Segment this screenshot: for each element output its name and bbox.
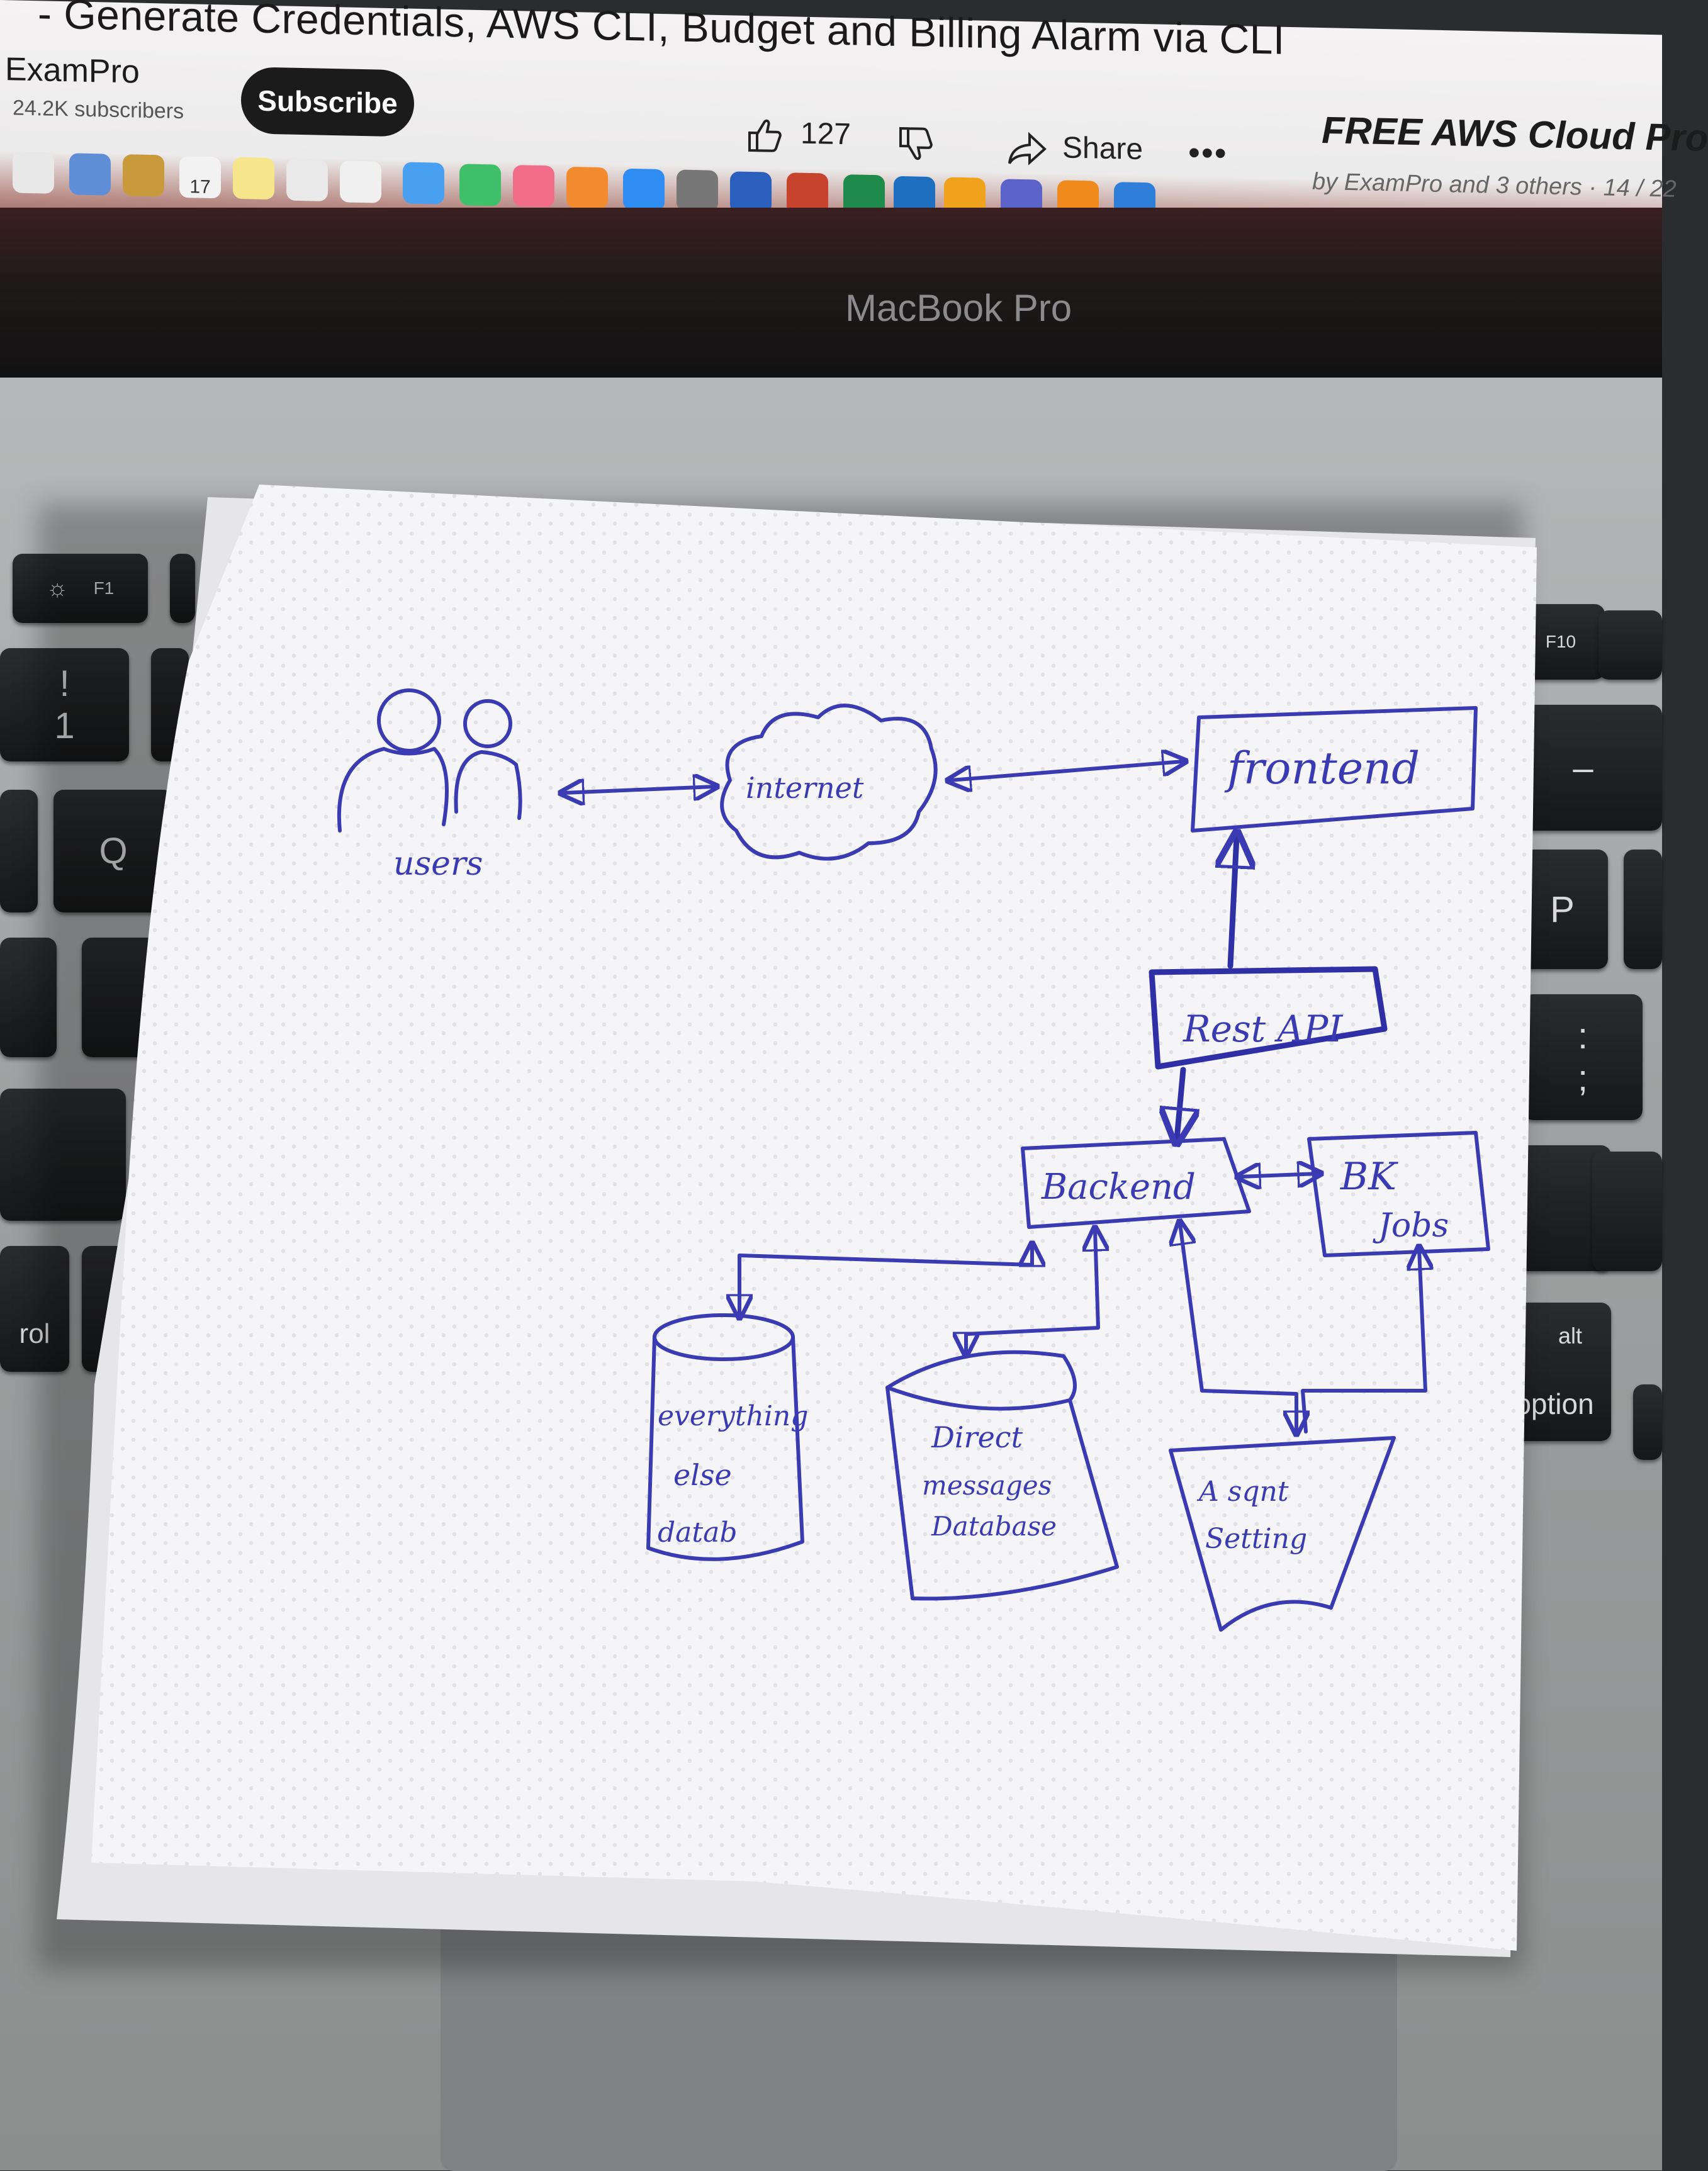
key-minus-label: – (1573, 747, 1593, 788)
jobs-queue-connector (1301, 1249, 1425, 1433)
laptop-screen: - Generate Credentials, AWS CLI, Budget … (0, 0, 1708, 287)
key-bracket-edge[interactable] (1624, 850, 1662, 969)
key-semicolon-label: ; (1577, 1058, 1588, 1099)
napkin-front-sheet (91, 485, 1537, 1951)
key-f1-label: F1 (93, 578, 115, 598)
everything-else-database (646, 1313, 804, 1561)
key-arrow-edge[interactable] (1633, 1384, 1662, 1460)
db1-label-line2: else (673, 1458, 732, 1492)
key-p[interactable]: P (1517, 850, 1608, 969)
brightness-icon: ☼ (46, 575, 69, 602)
key-f1[interactable]: ☼ F1 (13, 554, 148, 623)
db1-label-line1: everything (658, 1400, 808, 1432)
key-f2-edge[interactable] (170, 554, 195, 623)
queue-label-line1: A sqnt (1196, 1476, 1289, 1508)
key-1-label: 1 (54, 705, 75, 746)
db2-label-line2: messages (922, 1470, 1052, 1501)
key-option-label: option (1515, 1388, 1594, 1420)
key-shift-right[interactable] (1592, 1152, 1662, 1271)
db2-label-line1: Direct (931, 1420, 1023, 1454)
key-shift-left[interactable] (0, 1089, 126, 1221)
frontend-box (1191, 706, 1478, 833)
db2-label-line3: Database (931, 1511, 1057, 1542)
key-tab-edge[interactable] (0, 790, 38, 912)
share-icon[interactable] (1007, 131, 1047, 167)
key-q-label: Q (99, 831, 128, 872)
db1-label-line3: datab (658, 1517, 737, 1549)
bk-jobs-label-line1: BK (1340, 1155, 1398, 1199)
key-caps-edge[interactable] (0, 938, 57, 1057)
rest-api-box (1149, 966, 1388, 1070)
users-label: users (393, 845, 483, 883)
key-f10-label: F10 (1545, 632, 1576, 651)
backend-queue-connector (1180, 1224, 1296, 1432)
rest-api-label: Rest API (1183, 1007, 1343, 1050)
key-f11-edge[interactable] (1598, 610, 1662, 680)
backend-label: Backend (1041, 1167, 1196, 1208)
internet-frontend-arrow (950, 761, 1183, 780)
key-control-label: rol (19, 1318, 50, 1349)
api-backend-arrow (1177, 1067, 1183, 1139)
users-internet-arrow (563, 787, 714, 793)
bk-jobs-box (1307, 1131, 1490, 1257)
screen-bezel: MacBook Pro (0, 208, 1662, 396)
key-control[interactable]: rol (0, 1246, 69, 1372)
key-1[interactable]: ! 1 (0, 648, 129, 761)
frontend-label: frontend (1224, 743, 1420, 794)
backend-box (1021, 1137, 1251, 1229)
thumbs-up-icon[interactable] (746, 116, 786, 155)
key-colon-label: : (1577, 1016, 1588, 1057)
internet-label: internet (746, 771, 864, 805)
queue-settings-shape (1169, 1436, 1396, 1632)
direct-messages-database (885, 1350, 1119, 1601)
backend-jobs-arrow (1240, 1174, 1318, 1177)
key-alt-label: alt (1558, 1323, 1583, 1349)
napkin-sketch: users internet frontend Rest API Backend… (57, 485, 1537, 1957)
key-1-shift: ! (59, 663, 70, 704)
thumbs-down-icon[interactable] (897, 125, 937, 163)
internet-cloud (720, 704, 938, 861)
laptop-brand: MacBook Pro (845, 287, 1072, 329)
key-p-label: P (1550, 889, 1575, 930)
key-q[interactable]: Q (53, 790, 173, 912)
queue-label-line2: Setting (1205, 1523, 1307, 1555)
key-semicolon[interactable]: : ; (1523, 994, 1643, 1120)
backend-db2-connector (966, 1230, 1098, 1353)
frontend-api-line (1230, 837, 1237, 969)
bk-jobs-label-line2: Jobs (1373, 1207, 1449, 1245)
users-icon (337, 688, 522, 833)
